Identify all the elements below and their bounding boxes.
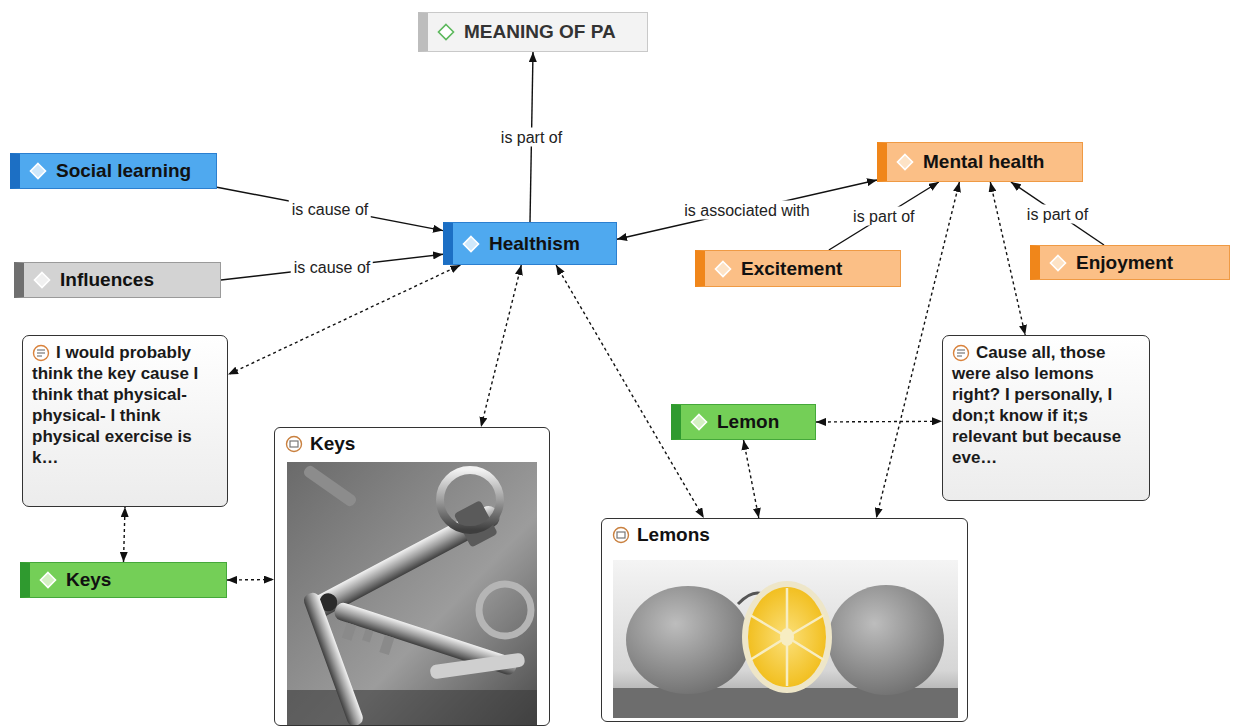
edge-label: is cause of xyxy=(289,199,371,218)
code-box: Mental health xyxy=(877,142,1083,182)
connector xyxy=(744,440,759,518)
image-icon xyxy=(285,435,303,453)
lemons-photo xyxy=(613,560,958,718)
code-box: Enjoyment xyxy=(1030,245,1230,280)
code-icon xyxy=(896,153,914,171)
image-header: Lemons xyxy=(612,524,957,546)
edge-label: is part of xyxy=(498,128,565,147)
connector xyxy=(124,507,126,562)
connector xyxy=(829,182,939,250)
code-box: Keys xyxy=(20,562,227,598)
image-icon xyxy=(612,526,630,544)
connector xyxy=(228,265,460,375)
keys-photo xyxy=(287,462,537,728)
code-icon xyxy=(714,260,732,278)
connector xyxy=(990,182,1025,335)
edge-label: is part of xyxy=(850,207,917,226)
edge-label: is associated with xyxy=(681,200,812,219)
code-box: MEANING OF PA xyxy=(418,12,648,52)
quotation-box: Cause all, those were also lemons right?… xyxy=(942,335,1150,501)
image-title: Lemons xyxy=(637,524,710,546)
image-frame xyxy=(274,427,550,726)
node-label: Excitement xyxy=(741,258,842,280)
connector xyxy=(227,579,274,581)
node-label: Influences xyxy=(60,269,154,291)
code-icon xyxy=(33,271,51,289)
connector xyxy=(556,265,704,518)
node-label: Mental health xyxy=(923,151,1044,173)
edge-label: is part of xyxy=(1024,204,1091,223)
image-title: Keys xyxy=(310,433,355,455)
code-icon xyxy=(690,413,708,431)
quotation-icon xyxy=(952,344,970,362)
code-icon xyxy=(29,162,47,180)
code-box: Influences xyxy=(14,262,221,298)
code-icon xyxy=(1049,254,1067,272)
node-label: Social learning xyxy=(56,160,191,182)
image-box: Keys xyxy=(274,427,550,726)
code-icon xyxy=(462,235,480,253)
image-header: Keys xyxy=(285,433,539,455)
connector xyxy=(816,421,942,423)
node-label: Healthism xyxy=(489,233,580,255)
code-box: Social learning xyxy=(10,153,217,189)
quotation-text: I would probably think the key cause I t… xyxy=(32,343,198,467)
edge-label: is cause of xyxy=(291,258,373,277)
quotation-text: Cause all, those were also lemons right?… xyxy=(952,343,1121,467)
quotation-icon xyxy=(32,344,50,362)
quotation-box: I would probably think the key cause I t… xyxy=(22,335,228,507)
node-label: Lemon xyxy=(717,411,779,433)
connector xyxy=(221,254,443,280)
image-box: Lemons xyxy=(601,518,968,722)
node-label: MEANING OF PA xyxy=(464,21,616,43)
image-frame xyxy=(601,518,968,722)
connector xyxy=(217,187,443,230)
code-icon xyxy=(39,571,57,589)
code-box: Healthism xyxy=(443,222,617,265)
connector xyxy=(617,180,877,239)
node-label: Enjoyment xyxy=(1076,252,1173,274)
code-icon xyxy=(437,23,455,41)
code-box: Lemon xyxy=(671,404,816,440)
connector xyxy=(481,265,521,427)
connector xyxy=(1011,182,1104,245)
node-label: Keys xyxy=(66,569,111,591)
code-box: Excitement xyxy=(695,250,901,287)
